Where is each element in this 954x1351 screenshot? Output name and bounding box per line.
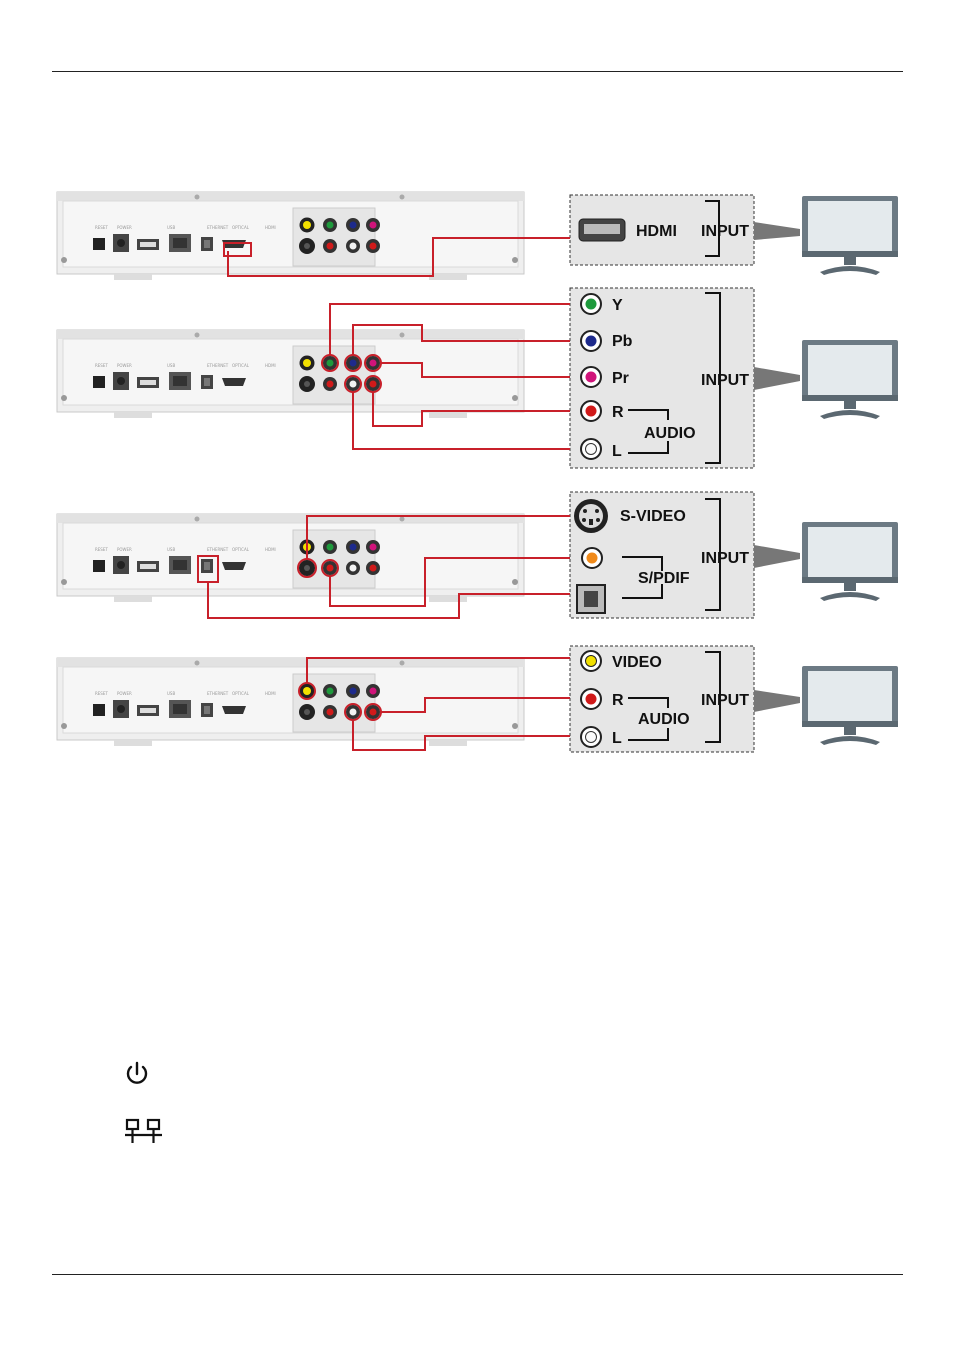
footer-rule	[52, 1274, 903, 1275]
audio-label: AUDIO	[638, 711, 690, 728]
power-icon	[124, 1061, 150, 1089]
spdif-label: S/PDIF	[638, 570, 690, 587]
l-label: L	[612, 443, 622, 460]
r-label: R	[612, 692, 624, 709]
input-label: INPUT	[701, 223, 749, 240]
video-label: VIDEO	[612, 654, 662, 671]
svideo-label: S-VIDEO	[620, 508, 686, 525]
input-label: INPUT	[701, 372, 749, 389]
audio-label: AUDIO	[644, 425, 696, 442]
hdmi-label: HDMI	[636, 223, 677, 240]
y-label: Y	[612, 297, 623, 314]
input-label: INPUT	[701, 550, 749, 567]
pr-label: Pr	[612, 370, 629, 387]
pb-label: Pb	[612, 333, 633, 350]
connection-diagram: RESET POWER USB ETHERNET OPTICAL HDMI	[0, 0, 954, 780]
input-label: INPUT	[701, 692, 749, 709]
l-label: L	[612, 730, 622, 747]
network-icon	[125, 1118, 165, 1146]
r-label: R	[612, 404, 624, 421]
